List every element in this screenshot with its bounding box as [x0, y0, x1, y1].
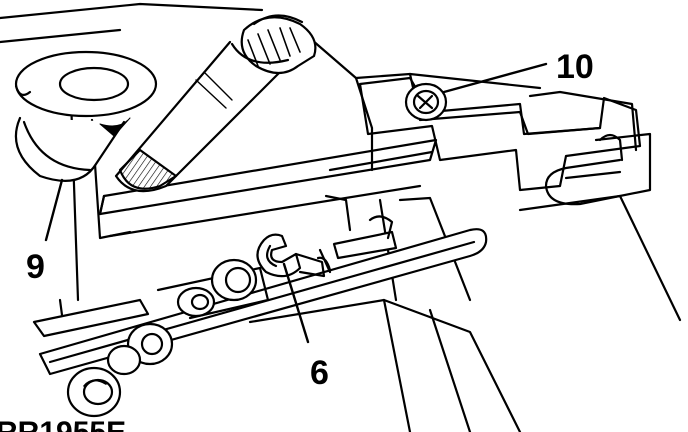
bolt-10 [404, 82, 448, 122]
leader-lines [44, 62, 548, 344]
spring-clip-6 [256, 233, 332, 278]
grommet-9 [14, 50, 158, 182]
linkage-rod [32, 194, 488, 376]
mounting-bracket [358, 76, 652, 206]
callout-9: 9 [26, 248, 45, 286]
bushings [66, 258, 258, 418]
callout-6: 6 [310, 354, 329, 392]
callout-10: 10 [556, 48, 594, 86]
leader-10 [442, 62, 548, 94]
reference-code: RR1955E [0, 416, 126, 432]
splined-shaft [114, 14, 317, 193]
leader-6 [282, 262, 310, 344]
leader-9 [44, 178, 64, 242]
